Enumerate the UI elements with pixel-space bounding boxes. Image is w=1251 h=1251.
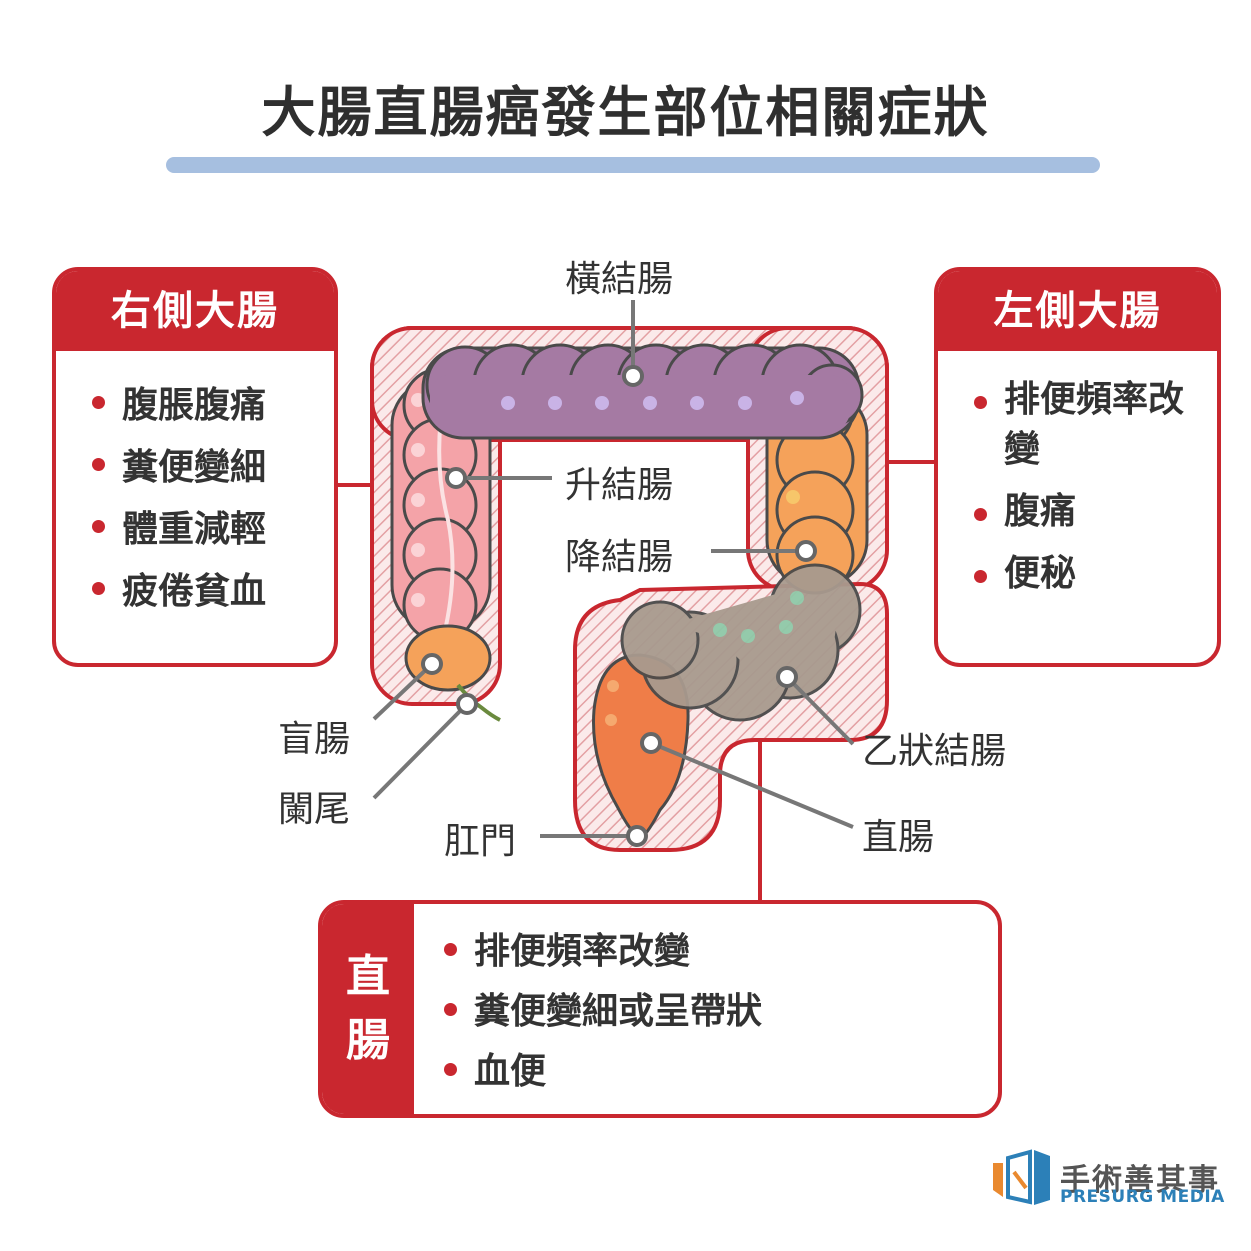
list-item: 腹脹腹痛 [92, 375, 334, 437]
list-item: 便秘 [974, 549, 1197, 599]
transverse-colon [421, 343, 864, 440]
right-colon-symptom-list: 腹脹腹痛 糞便變細 體重減輕 疲倦貧血 [56, 351, 334, 623]
sigmoid-colon [620, 563, 862, 722]
point-markers [421, 365, 817, 847]
list-item: 糞便變細或呈帶狀 [443, 982, 762, 1042]
rectum-heading-line1: 直 [346, 951, 390, 1002]
label-descending-colon: 降結腸 [565, 537, 674, 578]
label-rectum: 直腸 [862, 817, 935, 858]
rectum-symptom-list: 排便頻率改變 糞便變細或呈帶狀 血便 [443, 922, 762, 1102]
right-colon-heading: 右側大腸 [56, 271, 334, 351]
list-item: 血便 [443, 1042, 762, 1102]
label-anus: 肛門 [444, 821, 517, 862]
label-ascending-colon: 升結腸 [565, 465, 674, 506]
label-appendix: 闌尾 [278, 789, 351, 830]
leader-lines [372, 300, 855, 838]
page-title: 大腸直腸癌發生部位相關症狀 [261, 81, 990, 144]
rectum-heading-line2: 腸 [346, 1015, 390, 1066]
list-item: 體重減輕 [92, 499, 334, 561]
logo-subtitle: PRESURG MEDIA [1060, 1187, 1225, 1207]
cecum [404, 624, 501, 722]
left-colon-box: 左側大腸 排便頻率改變 腹痛 便秘 [934, 267, 1221, 667]
label-transverse-colon: 橫結腸 [565, 259, 674, 300]
label-sigmoid-colon: 乙狀結腸 [862, 731, 1007, 772]
rectum-box: 直 腸 排便頻率改變 糞便變細或呈帶狀 血便 [318, 900, 1002, 1118]
left-colon-symptom-list: 排便頻率改變 腹痛 便秘 [938, 351, 1217, 599]
list-item: 排便頻率改變 [443, 922, 762, 982]
list-item: 疲倦貧血 [92, 561, 334, 623]
left-colon-heading: 左側大腸 [938, 271, 1217, 351]
rectum-heading: 直 腸 [322, 904, 414, 1114]
box-connectors [338, 460, 936, 902]
logo-mark-icon [993, 1149, 1050, 1205]
label-cecum: 盲腸 [278, 719, 351, 760]
list-item: 糞便變細 [92, 437, 334, 499]
right-colon-box: 右側大腸 腹脹腹痛 糞便變細 體重減輕 疲倦貧血 [52, 267, 338, 667]
descending-colon [765, 370, 869, 595]
logo-name: 手術善其事 [1060, 1163, 1220, 1198]
list-item: 腹痛 [974, 487, 1197, 537]
title-underline [166, 157, 1100, 173]
list-item: 排便頻率改變 [974, 375, 1197, 475]
